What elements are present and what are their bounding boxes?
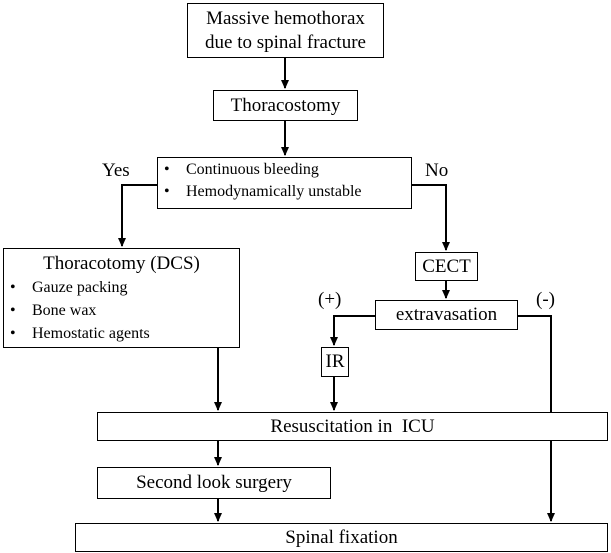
cect-label: CECT [422, 255, 471, 277]
no-label: No [425, 160, 449, 181]
ir-label: IR [325, 351, 345, 373]
extravasation-box: extravasation [375, 300, 518, 330]
arrow-plus-to-ir [330, 315, 375, 346]
thoracotomy-box: Thoracotomy (DCS) Gauze packing Bone wax… [3, 248, 240, 348]
resuscitation-box: Resuscitation in ICU [97, 412, 608, 441]
negative-label: (-) [536, 289, 555, 310]
start-box: Massive hemothorax due to spinal fractur… [187, 3, 384, 58]
positive-label: (+) [318, 289, 342, 310]
ir-box: IR [321, 347, 349, 377]
start-line-2: due to spinal fracture [205, 31, 366, 53]
thoracotomy-item: Bone wax [4, 299, 239, 322]
resuscitation-label: Resuscitation in ICU [270, 415, 435, 437]
thoracostomy-box: Thoracostomy [213, 90, 358, 121]
thoracostomy-label: Thoracostomy [230, 94, 341, 116]
start-line-1: Massive hemothorax [206, 7, 365, 29]
thoracotomy-item: Gauze packing [4, 276, 239, 299]
yes-label: Yes [102, 160, 130, 181]
arrow-yes-to-thoracotomy [118, 184, 157, 247]
decision-item: Continuous bleeding [158, 159, 411, 182]
extravasation-label: extravasation [395, 304, 498, 326]
thoracotomy-item: Hemostatic agents [4, 322, 239, 345]
second-look-label: Second look surgery [136, 472, 292, 494]
decision-item: Hemodynamically unstable [158, 181, 411, 204]
second-look-box: Second look surgery [97, 467, 331, 499]
decision-box: Continuous bleeding Hemodynamically unst… [157, 157, 412, 209]
cect-box: CECT [415, 252, 478, 281]
thoracotomy-title: Thoracotomy (DCS) [43, 253, 200, 274]
arrow-no-to-cect [412, 184, 450, 251]
spinal-fixation-box: Spinal fixation [75, 523, 608, 552]
spinal-fixation-label: Spinal fixation [285, 526, 398, 548]
